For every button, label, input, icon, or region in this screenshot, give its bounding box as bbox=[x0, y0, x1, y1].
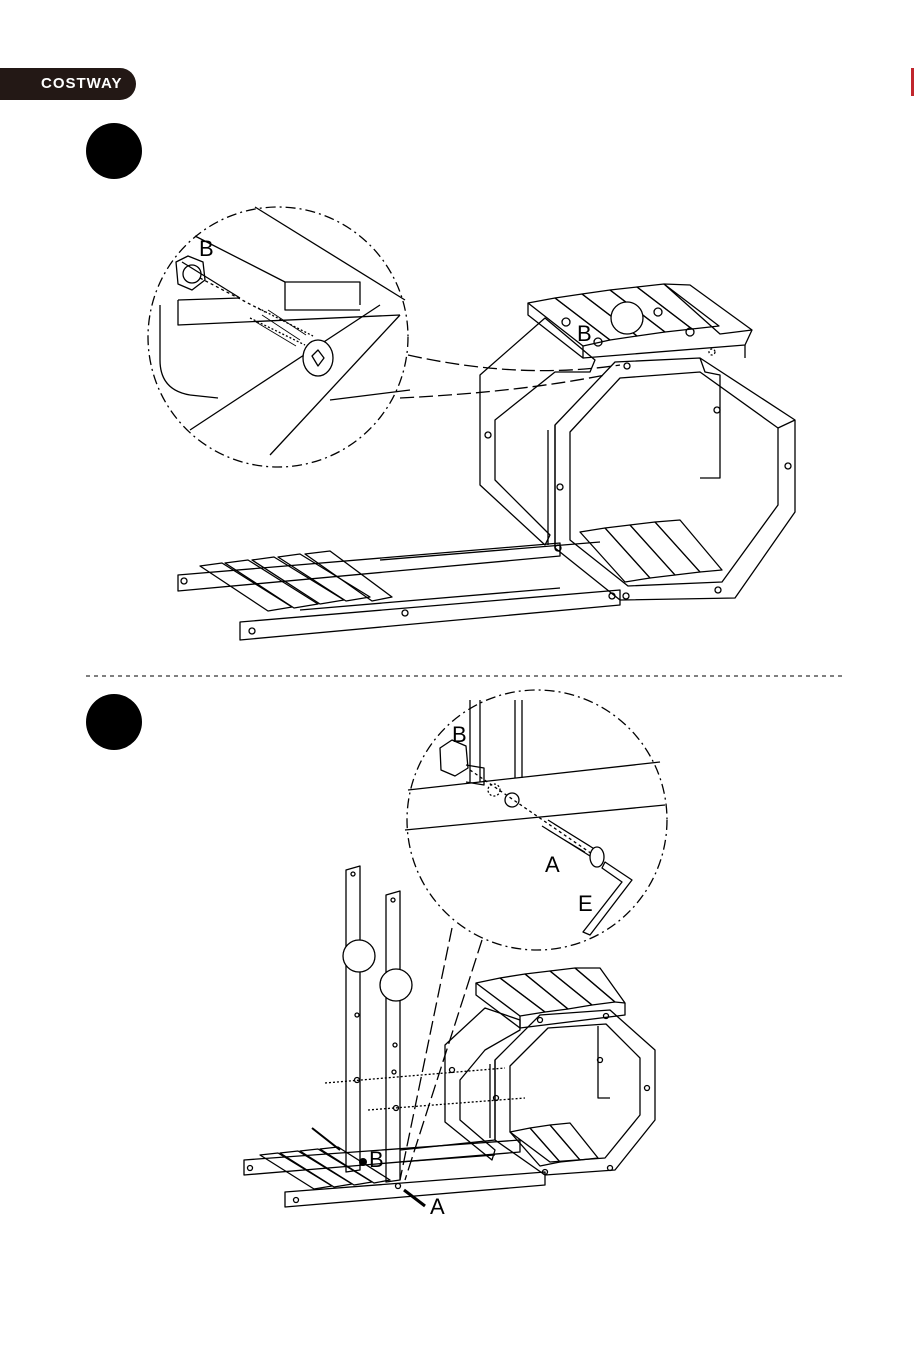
step-2-assembly bbox=[244, 866, 655, 1207]
label-nut-assembly: B bbox=[369, 1147, 384, 1172]
step-1-detail-circle bbox=[148, 207, 410, 467]
label-bolt-assembly: B bbox=[577, 321, 592, 346]
label-wrench-detail: E bbox=[578, 891, 593, 916]
step-1-assembly bbox=[178, 284, 795, 640]
label-bolt-detail: B bbox=[199, 236, 214, 261]
label-screw-detail: A bbox=[545, 852, 560, 877]
label-screw-assembly: A bbox=[430, 1194, 445, 1219]
label-nut-detail: B bbox=[452, 722, 467, 747]
step-2-figure bbox=[244, 690, 667, 1207]
step-2-detail-circle bbox=[405, 690, 667, 950]
step-1-figure bbox=[148, 207, 795, 640]
